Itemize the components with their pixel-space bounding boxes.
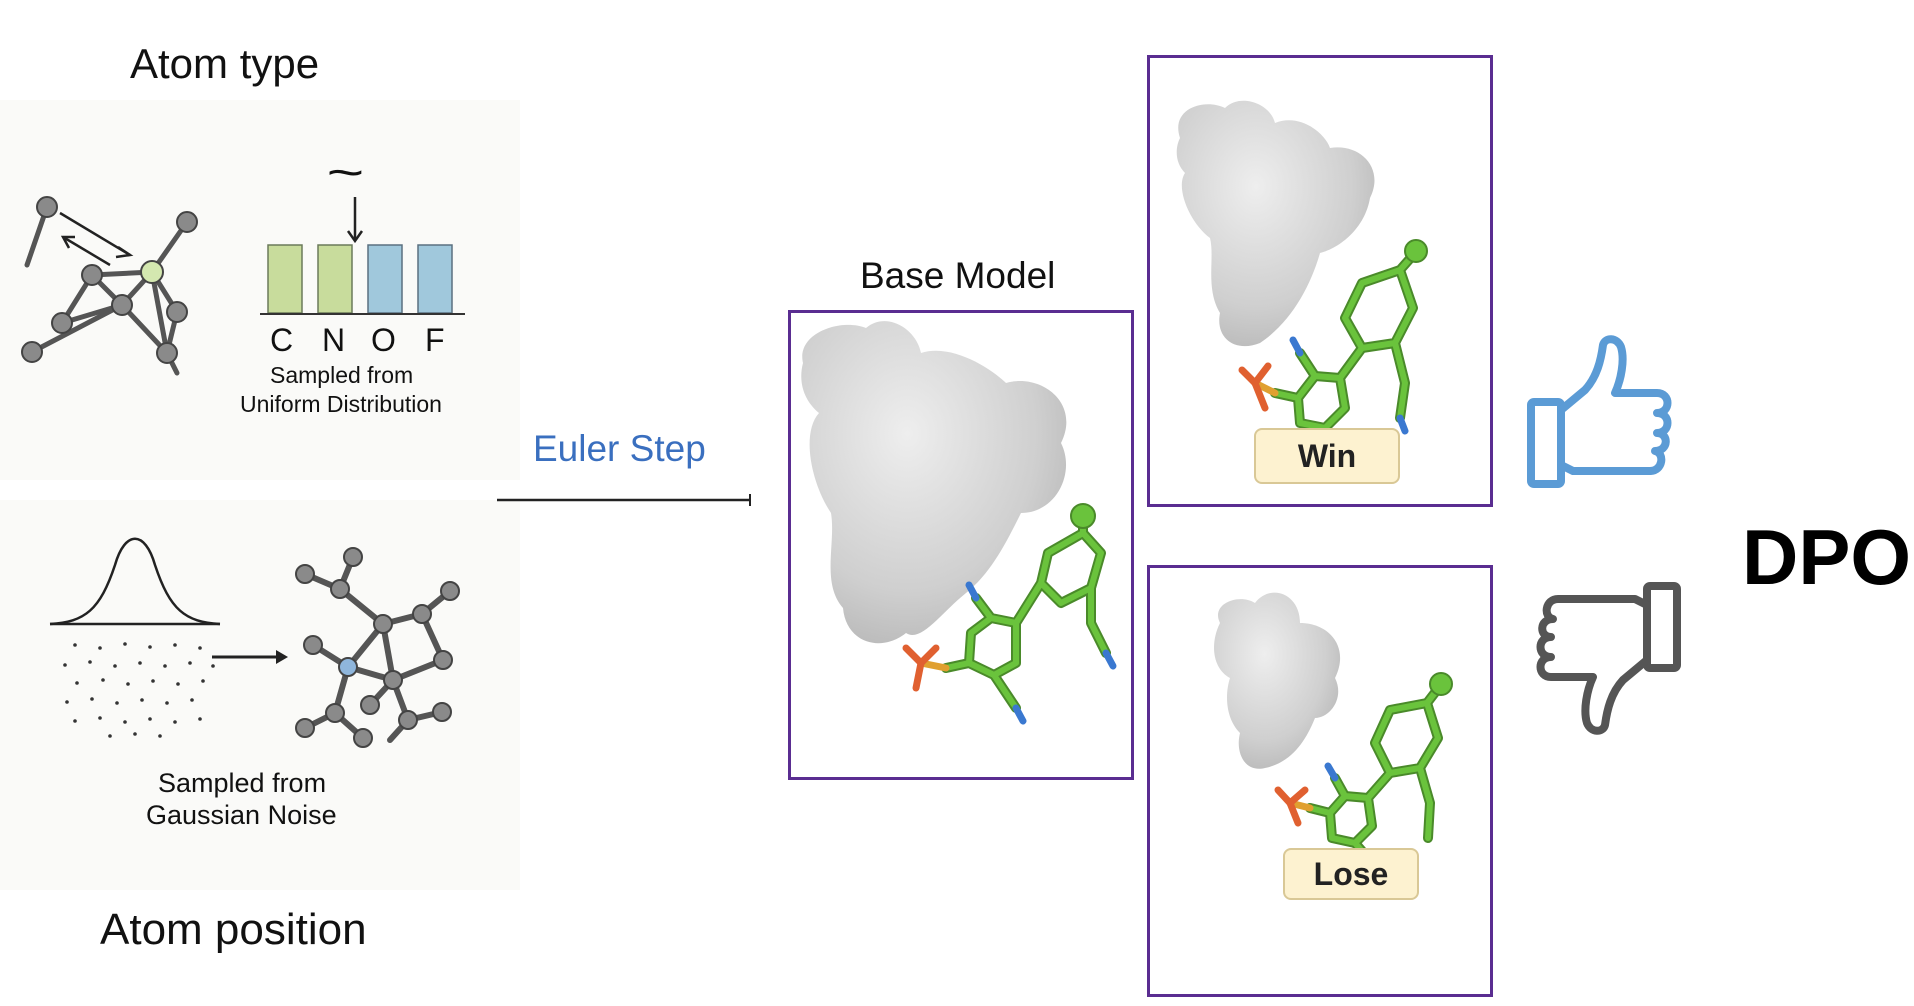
bar-label-f: F: [425, 322, 445, 358]
atom-type-graph: [21, 196, 198, 376]
gaussian-curve: [49, 537, 221, 738]
atom-type-caption-2: Uniform Distribution: [240, 391, 442, 417]
euler-step-connector: [497, 494, 751, 506]
thumbs-down-icon: [1536, 582, 1681, 735]
noise-to-position-arrow: [212, 650, 288, 664]
atom-position-panel: [0, 500, 520, 890]
protein-pocket-surface: [801, 321, 1067, 644]
bar-o: [367, 244, 403, 314]
base-model-complex: [801, 321, 1117, 725]
dpo-label: DPO: [1742, 513, 1912, 601]
bar-label-c: C: [270, 322, 294, 358]
base-model-frame: [788, 310, 1134, 780]
bar-f: [417, 244, 453, 314]
atom-position-graph: [295, 547, 460, 748]
win-frame: Win: [1147, 55, 1493, 507]
base-model-title: Base Model: [860, 255, 1056, 296]
win-badge: Win: [1254, 428, 1400, 484]
thumbs-up-icon: [1527, 335, 1672, 488]
win-pocket-surface: [1176, 100, 1375, 347]
lose-complex: [1214, 592, 1453, 880]
atom-position-caption-1: Sampled from: [158, 768, 327, 798]
lose-badge: Lose: [1283, 848, 1419, 900]
lose-frame: Lose: [1147, 565, 1493, 997]
atom-position-title: Atom position: [100, 905, 367, 954]
uniform-noise-symbol: ~: [326, 146, 365, 198]
bar-label-n: N: [322, 322, 346, 358]
sample-arrow: [346, 197, 364, 244]
bar-label-o: O: [371, 322, 396, 358]
euler-step-label: Euler Step: [533, 428, 706, 469]
bar-n: [317, 244, 353, 314]
atom-position-caption-2: Gaussian Noise: [146, 800, 337, 830]
win-complex: [1176, 100, 1428, 453]
bar-c: [267, 244, 303, 314]
atom-type-caption-1: Sampled from: [270, 362, 414, 388]
lose-pocket-surface: [1214, 592, 1341, 769]
atom-type-title: Atom type: [130, 40, 320, 87]
atom-type-bars: [260, 244, 465, 315]
